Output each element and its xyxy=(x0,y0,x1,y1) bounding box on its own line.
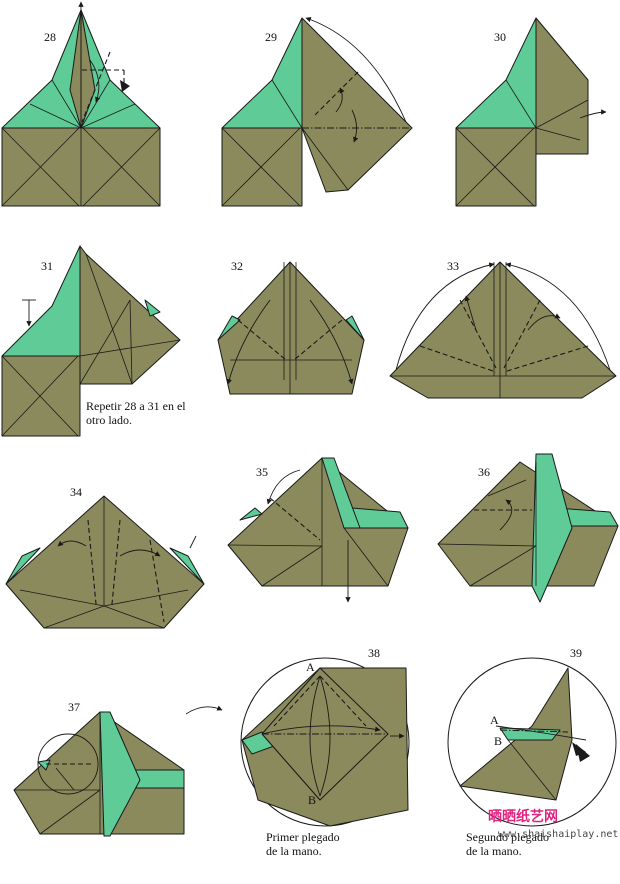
step-30-figure: 30 xyxy=(455,17,607,207)
caption-first-fold: Primer plegado de la mano. xyxy=(266,830,340,858)
step-39-figure: A B 39 xyxy=(447,646,617,827)
step-38-number: 38 xyxy=(368,646,380,660)
caption-first-fold-line-2: de la mano. xyxy=(266,844,322,858)
step-35-number: 35 xyxy=(256,465,268,479)
caption-second-fold-line-2: de la mano. xyxy=(466,844,522,858)
label-a-38: A xyxy=(306,660,315,674)
step-30-number: 30 xyxy=(494,30,506,44)
step-36-figure: 36 xyxy=(437,453,619,603)
step-33-number: 33 xyxy=(447,259,459,273)
step-29-figure: 29 xyxy=(221,17,413,207)
caption-first-fold-line-1: Primer plegado xyxy=(266,830,340,844)
watermark-site-name: 晒晒纸艺网 xyxy=(488,809,558,825)
caption-second-fold: Segundo plegado de la mano. xyxy=(466,830,549,858)
step-38-figure: A B 38 xyxy=(240,646,410,827)
step-32-figure: 32 xyxy=(217,259,365,395)
step-32-number: 32 xyxy=(231,259,243,273)
step-37-number: 37 xyxy=(68,700,80,714)
step-31-number: 31 xyxy=(41,259,53,273)
step-36-number: 36 xyxy=(478,465,490,479)
step-35-figure: 35 xyxy=(227,457,409,603)
label-b-39: B xyxy=(494,734,502,748)
caption-repeat: Repetir 28 a 31 en el otro lado. xyxy=(86,399,186,427)
label-a-39: A xyxy=(490,713,499,727)
caption-repeat-line-1: Repetir 28 a 31 en el xyxy=(86,399,186,413)
caption-repeat-line-2: otro lado. xyxy=(86,413,132,427)
label-b-38: B xyxy=(308,793,316,807)
step-34-figure: 34 xyxy=(5,485,205,629)
watermark-site-url: www.shaishaiplay.net xyxy=(498,829,619,840)
step-28-number: 28 xyxy=(44,30,56,44)
step-34-number: 34 xyxy=(70,485,82,499)
step-33-figure: 33 xyxy=(389,259,617,399)
step-28-figure: 28 xyxy=(1,1,161,207)
step-37-figure: 37 xyxy=(13,700,223,837)
caption-second-fold-line-1: Segundo plegado xyxy=(466,830,549,844)
step-31-figure: 31 xyxy=(1,245,181,437)
step-39-number: 39 xyxy=(570,646,582,660)
step-29-number: 29 xyxy=(265,30,277,44)
